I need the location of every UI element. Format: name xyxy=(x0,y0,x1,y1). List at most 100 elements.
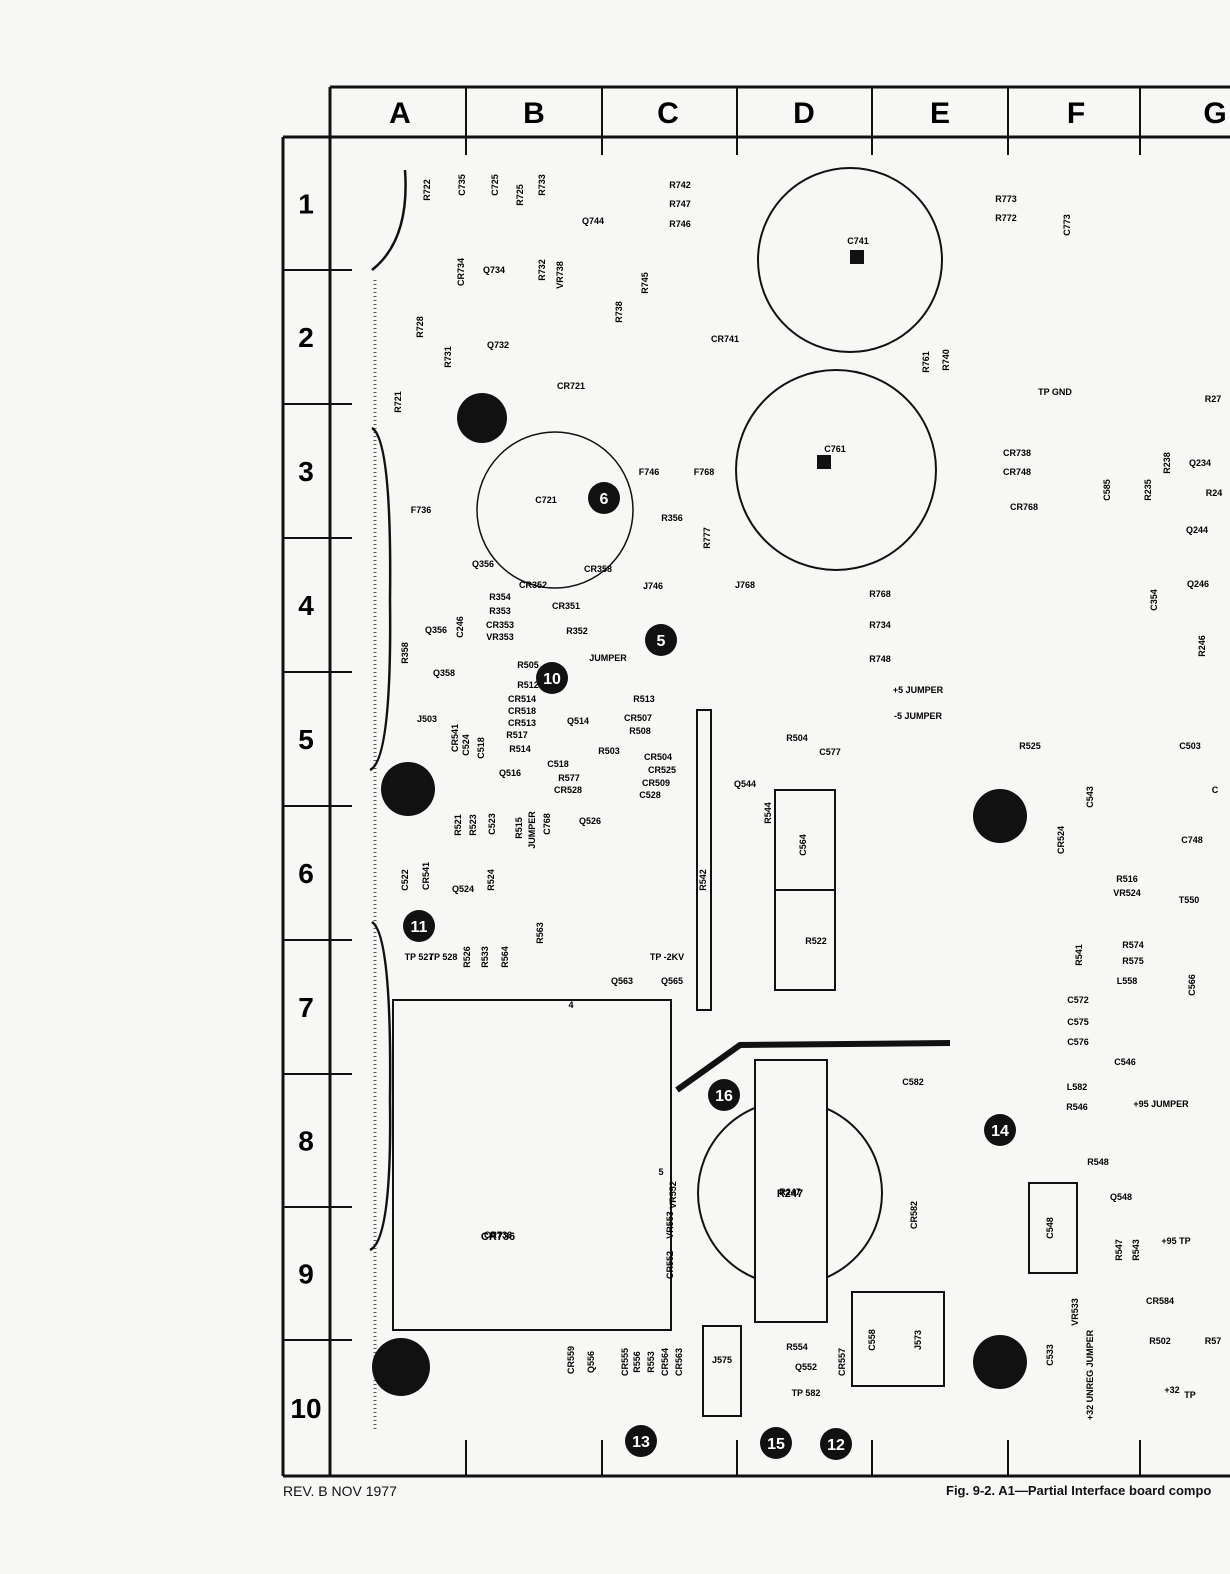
tube-socket-mid xyxy=(735,369,937,571)
column-label: A xyxy=(389,97,411,130)
tube-socket-top xyxy=(757,167,943,353)
component-label: R354 xyxy=(489,592,511,602)
l554-body xyxy=(702,1325,742,1417)
component-label: R504 xyxy=(786,733,808,743)
component-label: R533 xyxy=(480,946,490,968)
component-label: -5 JUMPER xyxy=(894,711,943,721)
component-label: CR582 xyxy=(909,1201,919,1229)
component-label: Q563 xyxy=(611,976,633,986)
callout-marker xyxy=(536,662,568,694)
component-label: R521 xyxy=(453,814,463,836)
component-label: R352 xyxy=(566,626,588,636)
component-label: R544 xyxy=(763,802,773,824)
component-label: R554 xyxy=(786,1342,808,1352)
component-label: R577 xyxy=(558,773,580,783)
component-label: R745 xyxy=(640,272,650,294)
component-label: CR748 xyxy=(1003,467,1031,477)
component-label: CR584 xyxy=(1146,1296,1174,1306)
row-label: 3 xyxy=(298,456,314,487)
component-label: R247 xyxy=(779,1187,801,1197)
component-label: T550 xyxy=(1179,895,1200,905)
component-label: Q552 xyxy=(795,1362,817,1372)
callout-number: 10 xyxy=(543,671,561,688)
component-label: R742 xyxy=(669,180,691,190)
component-label: CR736 xyxy=(484,1230,512,1240)
component-label: R564 xyxy=(500,946,510,968)
component-label: Q732 xyxy=(487,340,509,350)
component-label: CR525 xyxy=(648,765,676,775)
component-label: Q356 xyxy=(425,625,447,635)
component-label: Q544 xyxy=(734,779,756,789)
component-label: R773 xyxy=(995,194,1017,204)
component-label: TP 527 xyxy=(405,952,434,962)
component-label: J503 xyxy=(417,714,437,724)
callout-marker xyxy=(708,1079,740,1111)
component-label: Q356 xyxy=(472,559,494,569)
row-label: 10 xyxy=(290,1393,321,1424)
bracket xyxy=(369,920,392,1252)
component-label: CR518 xyxy=(508,706,536,716)
component-label: R721 xyxy=(393,391,403,413)
component-label: R732 xyxy=(537,259,547,281)
component-label: R761 xyxy=(921,351,931,373)
component-label: Q244 xyxy=(1186,525,1208,535)
row-dividers xyxy=(283,269,352,1341)
u550-label: CR736 xyxy=(481,1231,515,1243)
callout-marker xyxy=(760,1427,792,1459)
component-label: R574 xyxy=(1122,940,1144,950)
component-label: R768 xyxy=(869,589,891,599)
component-label: C548 xyxy=(1045,1217,1055,1239)
r564-body xyxy=(774,889,836,991)
component-label: R358 xyxy=(400,642,410,664)
component-label: R238 xyxy=(1162,452,1172,474)
component-label: CR504 xyxy=(644,752,672,762)
component-label: C564 xyxy=(798,834,808,856)
component-label: TP -2KV xyxy=(650,952,684,962)
callout-number: 13 xyxy=(632,1434,650,1451)
component-label: C773 xyxy=(1062,214,1072,236)
component-label: CR734 xyxy=(456,258,466,286)
row-label: 5 xyxy=(298,724,314,755)
row-label: 7 xyxy=(298,992,314,1023)
column-label: D xyxy=(793,97,815,130)
component-label: R516 xyxy=(1116,874,1138,884)
component-label: C246 xyxy=(455,616,465,638)
component-label: CR738 xyxy=(1003,448,1031,458)
component-label: +32 UNREG JUMPER xyxy=(1085,1329,1095,1420)
component-label: CR352 xyxy=(519,580,547,590)
callout-marker xyxy=(984,1114,1016,1146)
component-label: R517 xyxy=(506,730,528,740)
component-label: R563 xyxy=(535,922,545,944)
column-dividers xyxy=(465,87,1141,1476)
component-label: 4 xyxy=(568,1000,573,1010)
u550-module xyxy=(392,999,672,1331)
component-label: F746 xyxy=(639,467,660,477)
component-label: Q548 xyxy=(1110,1192,1132,1202)
component-label: Q524 xyxy=(452,884,474,894)
component-label: R505 xyxy=(517,660,539,670)
component-label: C741 xyxy=(847,236,869,246)
component-label: VR353 xyxy=(486,632,514,642)
component-label: C xyxy=(1212,785,1219,795)
component-label: C523 xyxy=(487,813,497,835)
component-label: C582 xyxy=(902,1077,924,1087)
component-label: J768 xyxy=(735,580,755,590)
thick-trace xyxy=(675,1040,951,1093)
component-label: R515 xyxy=(514,817,524,839)
callout-marker xyxy=(820,1428,852,1460)
callout-number: 14 xyxy=(991,1123,1009,1140)
row-label: 8 xyxy=(298,1126,314,1157)
grid-frame xyxy=(281,85,1230,1478)
component-label: CR563 xyxy=(674,1348,684,1376)
component-label: C572 xyxy=(1067,995,1089,1005)
component-label: R575 xyxy=(1122,956,1144,966)
component-label: C518 xyxy=(476,737,486,759)
component-label: C522 xyxy=(400,869,410,891)
r563-body xyxy=(696,709,712,1011)
component-label: R546 xyxy=(1066,1102,1088,1112)
component-label: VR552 xyxy=(668,1181,678,1209)
component-label: R777 xyxy=(702,527,712,549)
component-label: C768 xyxy=(542,813,552,835)
component-label: C735 xyxy=(457,174,467,196)
